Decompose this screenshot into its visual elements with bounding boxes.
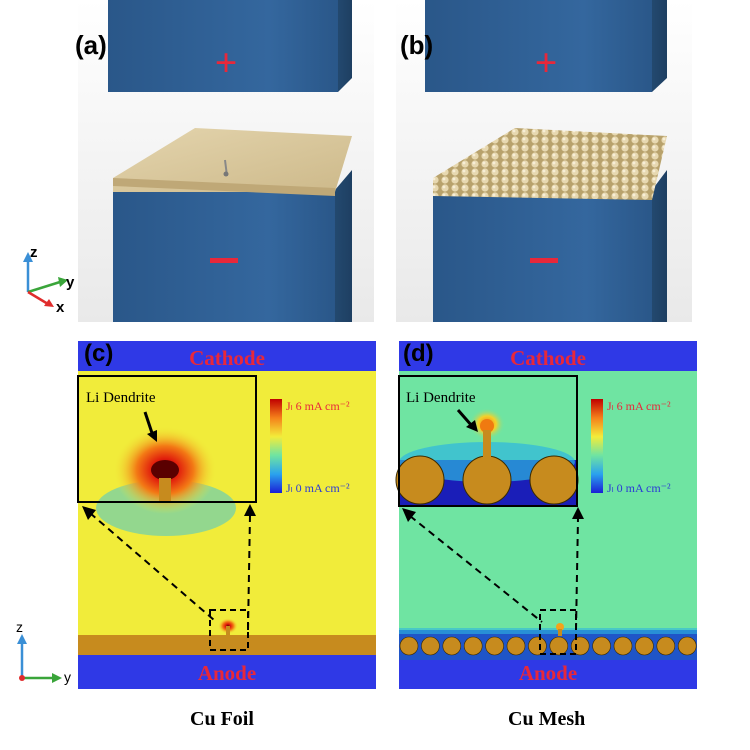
panel-c-anode-label: Anode [198, 661, 256, 685]
panel-c-cathode-label: Cathode [189, 346, 265, 370]
panel-label-c: (c) [84, 340, 114, 367]
panel-c-anode-region [78, 655, 376, 689]
top-illustration: + + z y x [23, 0, 692, 322]
panel-d-legend-max: Jₗ 6 mA cm⁻² [607, 399, 671, 413]
panel-d-legend-min: Jₗ 0 mA cm⁻² [607, 481, 671, 495]
panel-d-cathode-region [399, 341, 697, 371]
cu-mesh-layer [433, 128, 667, 200]
axis-triad-3d: z y x [23, 244, 75, 316]
caption-cu-mesh: Cu Mesh [508, 708, 586, 730]
mesh-wire [613, 636, 633, 656]
right-anode-block [433, 128, 667, 322]
left-cathode-block [108, 0, 352, 92]
left-minus-sign [210, 258, 238, 263]
svg-text:z: z [16, 619, 23, 635]
mesh-wire [485, 636, 504, 656]
mesh-wire [421, 636, 440, 656]
panel-c-cu-foil [78, 635, 376, 655]
panel-c-simulation [77, 341, 376, 689]
mesh-wire [592, 636, 611, 656]
panel-d-inset [395, 375, 579, 507]
panel-d-cu-mesh-wires [399, 636, 697, 656]
mesh-wire [442, 636, 462, 656]
svg-text:y: y [66, 274, 75, 291]
mesh-wire [528, 636, 547, 656]
mesh-wire [635, 636, 654, 656]
svg-text:y: y [64, 669, 71, 685]
caption-cu-foil: Cu Foil [190, 708, 254, 730]
panel-d-anode-label: Anode [519, 661, 577, 685]
panel-d-anode-region [399, 660, 697, 689]
right-cathode-block [425, 0, 667, 92]
axis-triad-2d: z y [16, 619, 71, 685]
mesh-wire [399, 636, 419, 656]
mesh-wire [463, 636, 483, 656]
panel-c-cathode-region [78, 341, 376, 371]
left-anode-block [113, 128, 352, 322]
right-plus-sign: + [535, 40, 558, 85]
mesh-wire [570, 636, 590, 656]
panel-c-dendrite-label: Li Dendrite [86, 390, 156, 406]
svg-text:z: z [30, 244, 38, 261]
panel-label-d: (d) [403, 340, 434, 367]
panel-c-legend-min: Jₗ 0 mA cm⁻² [286, 481, 350, 495]
panel-d-dendrite-label: Li Dendrite [406, 390, 476, 406]
panel-d-color-legend [591, 399, 603, 493]
panel-d-simulation [395, 341, 697, 689]
left-plus-sign: + [215, 40, 238, 85]
right-minus-sign [530, 258, 558, 263]
panel-c-inset [77, 375, 257, 536]
panel-d-cathode-label: Cathode [510, 346, 586, 370]
mesh-wire [549, 636, 569, 656]
mesh-wire [656, 636, 676, 656]
panel-c-legend-max: Jₗ 6 mA cm⁻² [286, 399, 350, 413]
svg-text:x: x [56, 299, 65, 316]
panel-c-color-legend [270, 399, 282, 493]
mesh-wire [677, 636, 697, 656]
simulation-panels: Cathode Anode Cathode Anode Li Dendrite … [16, 341, 697, 689]
cu-foil-layer [113, 128, 352, 192]
panel-label-a: (a) [75, 30, 107, 60]
panel-label-b: (b) [400, 30, 434, 60]
mesh-wire [506, 636, 526, 656]
